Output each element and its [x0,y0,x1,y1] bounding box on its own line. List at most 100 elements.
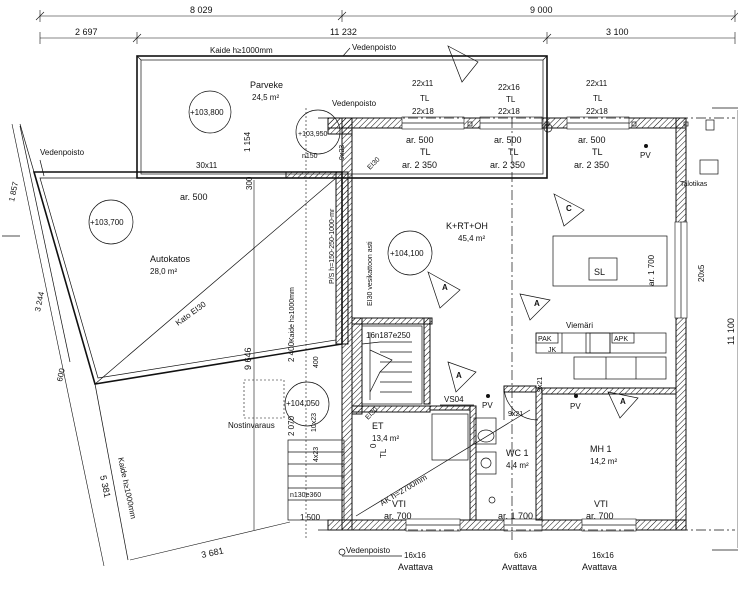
w3-size: 22x11 [586,79,608,88]
vti-1: VTI [392,499,406,509]
section-a4: A [620,397,626,406]
w1-tl: TL [420,94,430,103]
wc1-label: WC 1 [506,448,529,458]
w1-size2: 22x18 [412,107,434,116]
top-dimension-chain: 8 029 9 000 2 697 11 232 3 100 [35,5,738,44]
dim-9x21-a: 9x21 [537,377,544,392]
kaide-stair-label: Kaide h≥1000mm [289,287,296,342]
parveke-area: 24,5 m² [252,93,279,102]
kitchen-label: K+RT+OH [446,221,488,231]
pv-3: PV [570,402,581,411]
dim-9x21-b: 9x21 [508,411,523,418]
kaide-left-label: Kaide h≥1000mm [116,457,138,520]
w16-2: 16x16 [592,551,614,560]
dim-8029: 8 029 [190,5,213,15]
tl-vertical: TL [379,448,388,458]
vs04-label: VS04 [444,395,464,404]
dim-5381: 5 381 [98,474,112,498]
kato-ei30: Kato EI30 [174,299,208,327]
dim-11100: 11 100 [726,318,736,345]
dim-300: 300 [245,176,254,190]
dim-1500: 1 500 [300,513,321,522]
kaide-top-label: Kaide h≥1000mm [210,46,273,55]
dim-2697: 2 697 [75,27,98,37]
vedenpoisto-label-4: Vedenpoisto [346,546,391,555]
dim-9x23: 9x23 [339,145,346,160]
stairs-label: 16n187e250 [366,331,411,340]
et-label: ET [372,421,384,431]
vedenpoisto-label-1: Vedenpoisto [352,43,397,52]
dim-2070: 2 070 [287,415,296,436]
avattava-2: Avattava [502,562,537,572]
section-markers: A A A A C [427,45,639,419]
autokatos-label: Autokatos [150,254,191,264]
dim-400: 400 [313,356,320,368]
level-103950: +103,950 [298,131,327,138]
jk-label: JK [548,347,557,354]
dim-1857: 1 857 [7,180,20,202]
dim-1154: 1 154 [243,131,252,152]
tl-vertical-0: 0 [369,443,378,448]
ar700-1: ar. 700 [384,511,412,521]
ar500-c: ar. 500 [578,135,606,145]
window-labels-top: 22x11 TL 22x18 22x16 TL 22x18 22x11 TL 2… [402,79,609,170]
ar700-2: ar. 700 [586,511,614,521]
level-103700: +103,700 [90,218,124,227]
avattava-1: Avattava [398,562,433,572]
talotikas-label: Talotikas [680,181,708,188]
mh1-area: 14,2 m² [590,457,617,466]
section-c1: C [566,204,572,213]
dim-4x23: 4x23 [313,447,320,462]
ar2350-c: ar. 2 350 [574,160,609,170]
kitchen-area: 45,4 m² [458,234,485,243]
ar2350-b: ar. 2 350 [490,160,525,170]
ei30-a: EI30 [366,156,381,171]
dim-ar1700-vertical: ar. 1 700 [647,254,656,286]
dim-3681: 3 681 [200,545,224,559]
ei30-vesikattoon: EI30 vesikattoon asti [367,241,374,306]
ar500-a: ar. 500 [406,135,434,145]
staircase [361,325,423,405]
level-104100: +104,100 [390,249,424,258]
nostinvaraus-label: Nostinvaraus [228,421,275,430]
w16-1: 16x16 [404,551,426,560]
parveke-label: Parveke [250,80,283,90]
mh1-label: MH 1 [590,444,612,454]
vertical-dims: 1 154 300 9 646 2 070 2 400 400 4x23 10x… [243,131,706,530]
tl-b: TL [508,147,519,157]
dim-3244: 3 244 [33,290,46,312]
w3-tl: TL [593,94,603,103]
level-104050: +104,050 [286,399,320,408]
et-area: 13,4 m² [372,434,399,443]
pv-1: PV [640,151,651,160]
tl-c: TL [592,147,603,157]
vti-2: VTI [594,499,608,509]
interior-walls [351,235,677,521]
ar500-b: ar. 500 [494,135,522,145]
w6x6: 6x6 [514,551,527,560]
dim-9000: 9 000 [530,5,553,15]
viemari-label: Viemäri [566,321,593,330]
n130e360-label: n130e360 [290,492,321,499]
tl-a: TL [420,147,431,157]
w3-size2: 22x18 [586,107,608,116]
wc1-area: 4,4 m² [506,461,529,470]
section-a1: A [442,283,448,292]
sl-label: SL [594,267,605,277]
apk-label: APK [614,336,628,343]
w30x11: 30x11 [196,161,218,170]
dim-3100: 3 100 [606,27,629,37]
ar2350-a: ar. 2 350 [402,160,437,170]
ps-label: P/S h=150-250-1000-mr [329,208,336,284]
dim-9646: 9 646 [243,347,253,370]
vedenpoisto-label-3: Vedenpoisto [332,99,377,108]
pv-2: PV [482,401,493,410]
section-a2: A [534,299,540,308]
n150-label: n150 [302,153,318,160]
right-dimension: 11 100 Talotikas [680,107,738,551]
pak-label: PAK [538,336,552,343]
dim-600: 600 [55,367,67,382]
section-a3: A [456,371,462,380]
vedenpoisto-label-2: Vedenpoisto [40,148,85,157]
